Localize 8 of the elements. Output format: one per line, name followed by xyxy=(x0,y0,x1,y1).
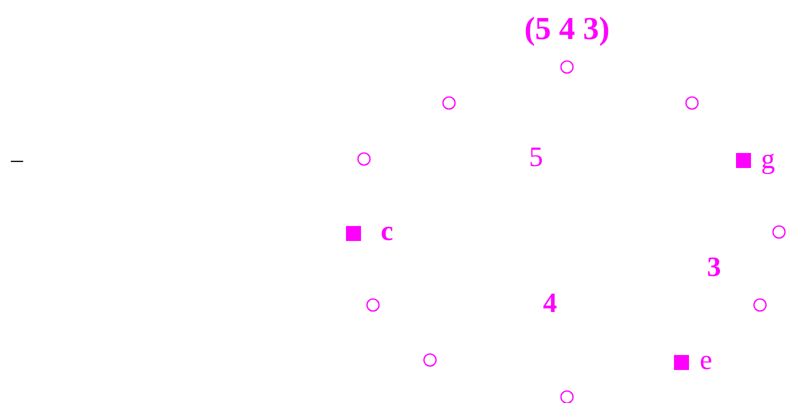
label: g xyxy=(761,146,775,174)
label: 3 xyxy=(707,254,721,282)
title: (5 4 3) xyxy=(524,12,610,44)
label: 4 xyxy=(543,290,557,318)
label: e xyxy=(700,347,712,375)
label: c xyxy=(380,218,394,246)
label: – xyxy=(11,148,23,172)
label: 5 xyxy=(529,144,543,172)
